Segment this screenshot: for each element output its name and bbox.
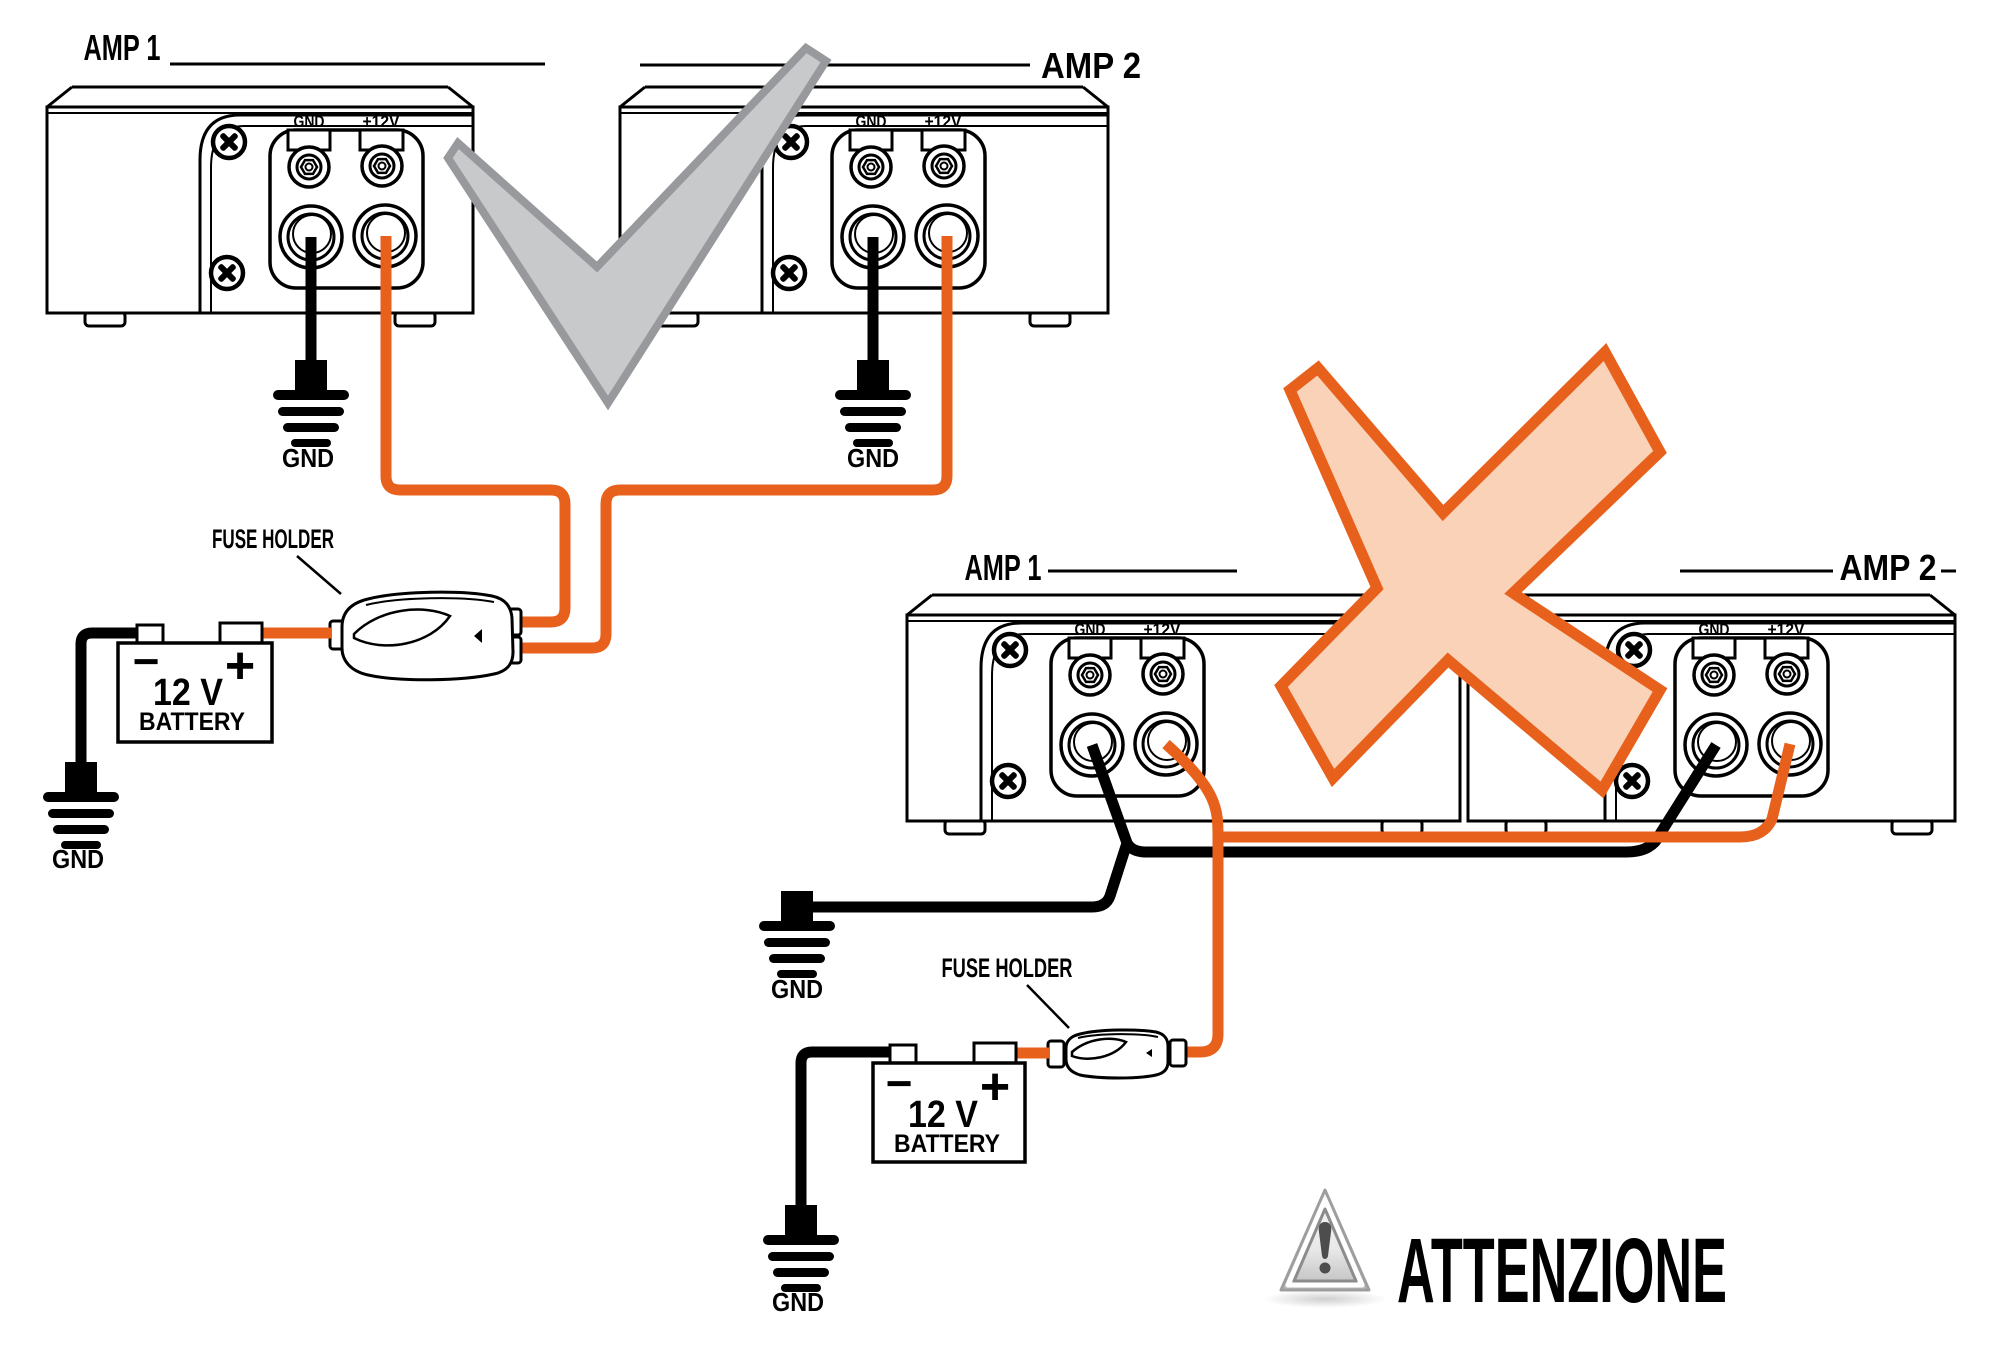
battery-minus-symbol: − — [886, 1057, 913, 1109]
battery-body — [871, 1061, 1027, 1164]
screw-icon — [992, 765, 1024, 797]
screw-icon — [994, 634, 1026, 666]
plus12v-terminal-label: +12V — [1768, 620, 1806, 639]
ground-symbol — [763, 1205, 839, 1292]
amp-panel-outline — [198, 113, 473, 313]
battery-name: BATTERY — [139, 708, 245, 736]
amp-panel-outline — [979, 621, 1460, 821]
battery-voltage: 12 V — [908, 1094, 979, 1136]
battery-plus-symbol: + — [225, 637, 255, 695]
fuse-holder-pointer-line — [296, 555, 342, 595]
amp-edge — [447, 85, 474, 109]
fuse-holder-label: FUSE HOLDER — [212, 524, 334, 554]
plus12v-terminal-label: +12V — [363, 112, 401, 131]
battery-ground-wire — [75, 627, 140, 764]
wrong-power-daisy-chain-wire — [1218, 742, 1796, 843]
gnd-terminal-label: GND — [856, 112, 887, 131]
plus12v-terminal-label: +12V — [1144, 620, 1182, 639]
fuse-tab — [1168, 1038, 1188, 1068]
ground-label: GND — [771, 974, 823, 1004]
ground-label: GND — [52, 844, 104, 874]
correct-amp1-label: AMP 1 — [84, 27, 161, 68]
fuse-holder-label: FUSE HOLDER — [942, 953, 1073, 983]
screw-icon — [211, 257, 243, 289]
plus12v-set-screw-terminal — [1141, 652, 1185, 696]
battery-minus-symbol: − — [133, 635, 160, 687]
plus12v-set-screw-terminal — [360, 144, 404, 188]
correct-diagram: AMP 1 GND +12V AMP 2 — [43, 27, 1141, 874]
plus12v-set-screw-terminal — [1765, 652, 1809, 696]
correct-amp1: AMP 1 GND +12V — [45, 27, 545, 328]
battery-name: BATTERY — [894, 1130, 1000, 1158]
amp-edge — [46, 85, 73, 109]
screw-icon — [1616, 765, 1648, 797]
ground-label: GND — [847, 443, 899, 473]
ground-label: GND — [282, 443, 334, 473]
correct-fuse-holder: FUSE HOLDER — [212, 524, 523, 682]
ground-symbol — [43, 762, 119, 849]
wrong-fuse-holder: FUSE HOLDER — [942, 953, 1188, 1080]
wrong-amp2-label: AMP 2 — [1840, 547, 1937, 588]
wrong-battery: − + 12 V BATTERY GND — [763, 1041, 1050, 1317]
correct-checkmark-icon — [443, 42, 832, 411]
plus12v-set-screw-terminal — [922, 144, 966, 188]
amp-edge — [906, 593, 933, 617]
gnd-set-screw-terminal — [1068, 653, 1112, 697]
screw-icon — [213, 126, 245, 158]
amp-edge — [1082, 85, 1109, 109]
fuse-holder-detail — [1077, 1033, 1159, 1039]
gnd-terminal-label: GND — [1699, 620, 1730, 639]
wrong-cross-icon — [1274, 342, 1668, 799]
battery-voltage: 12 V — [153, 672, 224, 714]
amp-edge — [619, 85, 646, 109]
fuse-holder-detail — [1070, 1037, 1128, 1060]
fuse-holder-arrow — [1146, 1049, 1152, 1057]
warning-label: ATTENZIONE — [1397, 1220, 1727, 1322]
fuse-holder-arrow — [474, 629, 482, 643]
gnd-terminal-label: GND — [1075, 620, 1106, 639]
battery-body — [116, 641, 274, 744]
gnd-set-screw-terminal — [849, 145, 893, 189]
wrong-amp1-ground-wire — [812, 743, 1133, 913]
ground-symbol — [273, 360, 349, 447]
fuse-tab — [1046, 1039, 1066, 1069]
plus12v-terminal-label: +12V — [925, 112, 963, 131]
amp-edge — [1929, 593, 1956, 617]
gnd-set-screw-terminal — [287, 145, 331, 189]
gnd-terminal-label: GND — [294, 112, 325, 131]
warning-exclamation-dot — [1319, 1262, 1331, 1274]
correct-amp1-power-wire — [380, 236, 571, 628]
correct-amp2-power-wire — [507, 236, 953, 654]
gnd-set-screw-terminal — [1692, 653, 1736, 697]
correct-amp2-label: AMP 2 — [1041, 45, 1141, 86]
warning-exclamation-bar — [1318, 1222, 1332, 1259]
screw-icon — [773, 257, 805, 289]
wrong-amp1-label: AMP 1 — [965, 547, 1042, 588]
battery-ground-wire — [795, 1046, 893, 1207]
ground-label: GND — [772, 1287, 824, 1317]
fuse-holder-detail — [352, 608, 452, 647]
warning-triangle-shadow — [1263, 1290, 1387, 1308]
warning-banner: ATTENZIONE — [1263, 1188, 1727, 1322]
fuse-holder-pointer-line — [1026, 984, 1070, 1029]
correct-battery: − + 12 V BATTERY GND — [43, 621, 332, 874]
warning-triangle-rim — [1285, 1197, 1365, 1288]
fuse-holder-detail — [365, 597, 495, 606]
battery-plus-symbol: + — [980, 1058, 1010, 1116]
ground-symbol — [835, 360, 911, 447]
